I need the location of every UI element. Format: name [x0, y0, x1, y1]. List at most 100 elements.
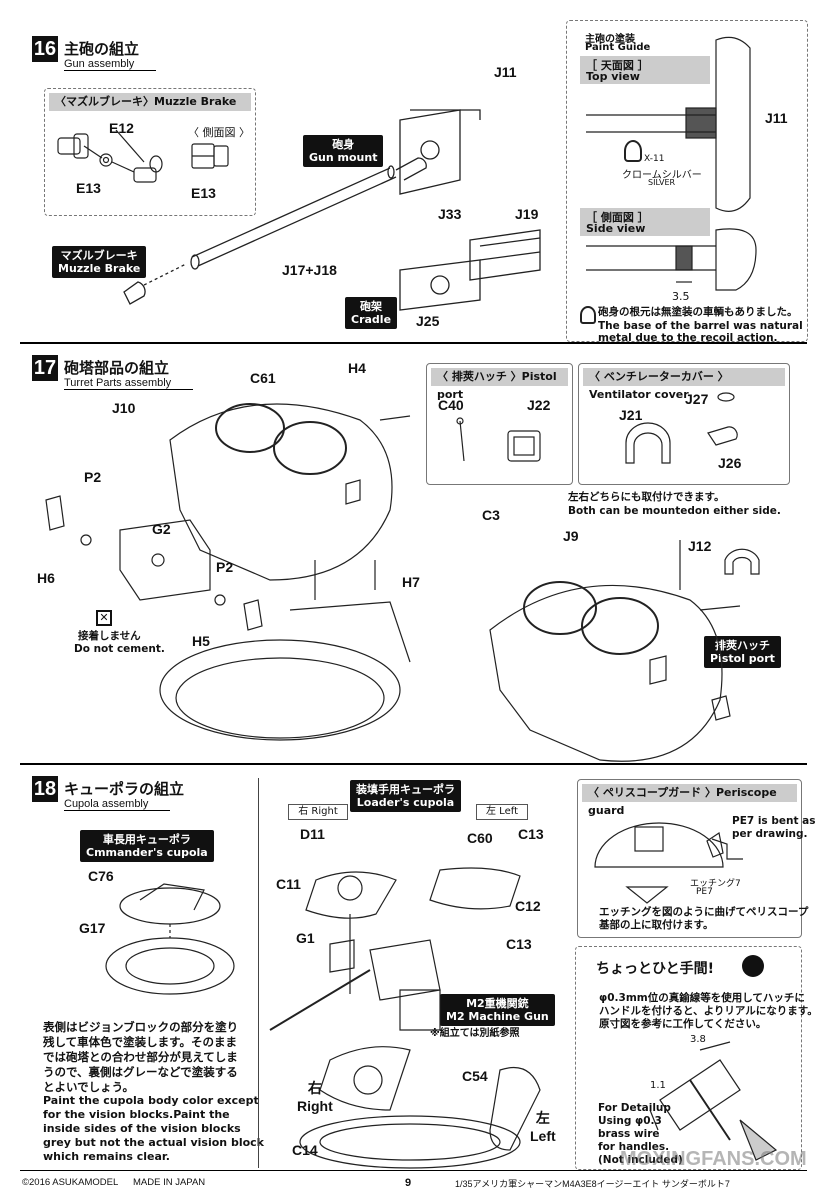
paint-note-jp-line: では砲塔との合わせ部分が見えてしま [43, 1050, 238, 1064]
etch-label-en: PE7 [696, 887, 713, 897]
gun-mount-tag-en: Gun mount [309, 151, 378, 164]
watermark: MOXINGFANS.COM [620, 1148, 807, 1170]
right-en: Right [297, 1098, 333, 1114]
muzzle-brake-box-header: 〈マズルブレーキ〉Muzzle Brake [49, 93, 251, 111]
part-label-h4: H4 [348, 360, 366, 376]
no-cement-icon: ✕ [96, 610, 112, 626]
paint-color-code: X-11 [644, 154, 665, 164]
part-label-j19: J19 [515, 206, 539, 222]
periscope-text-2: 基部の上に取付けます。 [599, 919, 714, 931]
cupola-paint-note-jp: 表側はビジョンブロックの部分を塗り 残して車体色で塗装します。そのまま では砲塔… [43, 1020, 238, 1095]
paint-dimension: 3.5 [672, 290, 690, 303]
paint-guide-drawing [586, 36, 757, 291]
pistol-port-tag-en: Pistol port [710, 652, 775, 665]
paint-note-en-line: for the vision blocks.Paint the [43, 1108, 230, 1121]
part-label-g1: G1 [296, 930, 315, 946]
either-side-jp: 左右どちらにも取付けできます。 [568, 491, 725, 503]
tip-dim-1: 3.8 [690, 1034, 706, 1045]
part-label-j26: J26 [718, 455, 742, 471]
section-divider [20, 763, 807, 765]
paint-label-j11: J11 [765, 110, 788, 126]
footer-product-title: 1/35アメリカ軍シャーマンM4A3E8イージーエイト サンダーボルト7 [455, 1179, 730, 1189]
part-label-c76: C76 [88, 868, 114, 884]
part-label-p2-left: P2 [84, 469, 102, 485]
gun-mount-tag-jp: 砲身 [332, 138, 355, 151]
right-label-callout: 右 Right [297, 1078, 333, 1114]
paint-note-en-line: Paint the cupola body color except [43, 1094, 259, 1107]
paint-note-en-line: inside sides of the vision blocks [43, 1122, 241, 1135]
step-title: 主砲の組立 [64, 40, 140, 58]
part-label-c61: C61 [250, 370, 276, 386]
paint-color-en: SILVER [648, 178, 676, 187]
tip-character-icon [742, 955, 764, 977]
paint-note-jp-line: とよいでしょう。 [43, 1080, 134, 1094]
pistol-port-tag-jp: 排莢ハッチ [714, 639, 770, 652]
periscope-guard-box-header: 〈 ペリスコープガード 〉Periscope guard [582, 784, 797, 817]
top-view-en: Top view [586, 70, 640, 83]
step-number-18: 18 [32, 776, 58, 802]
part-label-j11: J11 [494, 64, 517, 80]
part-label-h5: H5 [192, 633, 210, 649]
part-label-j33: J33 [438, 206, 462, 222]
periscope-guard-box: 〈 ペリスコープガード 〉Periscope guard [577, 779, 802, 938]
section-divider [20, 342, 807, 344]
turret-finished-drawing [489, 540, 760, 762]
paint-color-jp: クロームシルバー [622, 170, 702, 181]
part-label-j21: J21 [619, 407, 643, 423]
loader-cupola-drawing [269, 867, 541, 1169]
cradle-tag-jp: 砲架 [360, 300, 383, 313]
part-label-j17-j18: J17+J18 [282, 262, 337, 278]
tip-text-jp-1: φ0.3mm位の真鍮線等を使用してハッチに [599, 992, 805, 1004]
ventilator-cover-drawing [625, 392, 738, 464]
tip-text-jp-3: 原寸図を参考に工作してください。 [599, 1018, 767, 1030]
paint-note-jp-line: 表側はビジョンブロックの部分を塗り [43, 1020, 239, 1034]
part-label-c13-top: C13 [518, 826, 544, 842]
cradle-tag-en: Cradle [351, 313, 392, 326]
note-pot-icon [580, 306, 596, 324]
paint-pot-icon [624, 140, 642, 162]
tip-text-en: For Detailup Using φ0.3 brass wire for h… [598, 1102, 683, 1167]
muzzle-brake-tag-jp: マズルブレーキ [60, 249, 138, 262]
footer-copyright: ©2016 ASUKAMODEL [22, 1177, 119, 1188]
part-label-j27: J27 [685, 391, 709, 407]
side-view-en: Side view [586, 222, 646, 235]
m2-tag-en: M2 Machine Gun [446, 1010, 549, 1023]
right-jp: 右 [307, 1080, 322, 1096]
tip-en-line: Using φ0.3 [598, 1115, 662, 1127]
muzzle-brake-parts-drawing [57, 129, 229, 183]
right-side-label: 右 Right [288, 804, 348, 820]
etch-label-jp: エッチング7 [690, 879, 741, 889]
part-label-c11: C11 [276, 876, 301, 892]
left-en: Left [530, 1128, 556, 1144]
paint-note-en-line: which remains clear. [43, 1150, 170, 1163]
loader-cupola-tag-jp: 装填手用キューポラ [356, 783, 455, 796]
top-view-header: ［ 天面図 ］ Top view [580, 56, 710, 84]
commander-cupola-tag-en: Cmmander's cupola [86, 846, 208, 859]
tip-box [575, 946, 802, 1170]
muzzle-brake-detail-box: 〈マズルブレーキ〉Muzzle Brake [44, 88, 256, 216]
step-number-16: 16 [32, 36, 58, 62]
cupola-paint-note-en: Paint the cupola body color except for t… [43, 1094, 264, 1164]
page-number: 9 [405, 1177, 412, 1189]
paint-note-en-1: The base of the barrel was natural [598, 320, 803, 332]
part-label-j25: J25 [416, 313, 440, 329]
part-label-c12: C12 [515, 898, 541, 914]
footer-made-in: MADE IN JAPAN [133, 1177, 206, 1188]
no-cement-jp: 接着しません [78, 630, 141, 642]
part-label-g17: G17 [79, 920, 106, 936]
step-number-17: 17 [32, 355, 58, 381]
ventilator-cover-box-header: 〈 ベンチレーターカバー 〉Ventilator cover [583, 368, 785, 401]
handle-template-drawing [649, 1041, 778, 1161]
part-label-g2: G2 [152, 521, 171, 537]
part-label-e13: E13 [76, 180, 101, 196]
ventilator-cover-box: 〈 ベンチレーターカバー 〉Ventilator cover [578, 363, 790, 485]
loader-cupola-tag-en: Loader's cupola [356, 796, 455, 809]
footer-divider [20, 1170, 807, 1171]
column-divider [258, 778, 259, 1168]
part-label-d11: D11 [300, 826, 325, 842]
